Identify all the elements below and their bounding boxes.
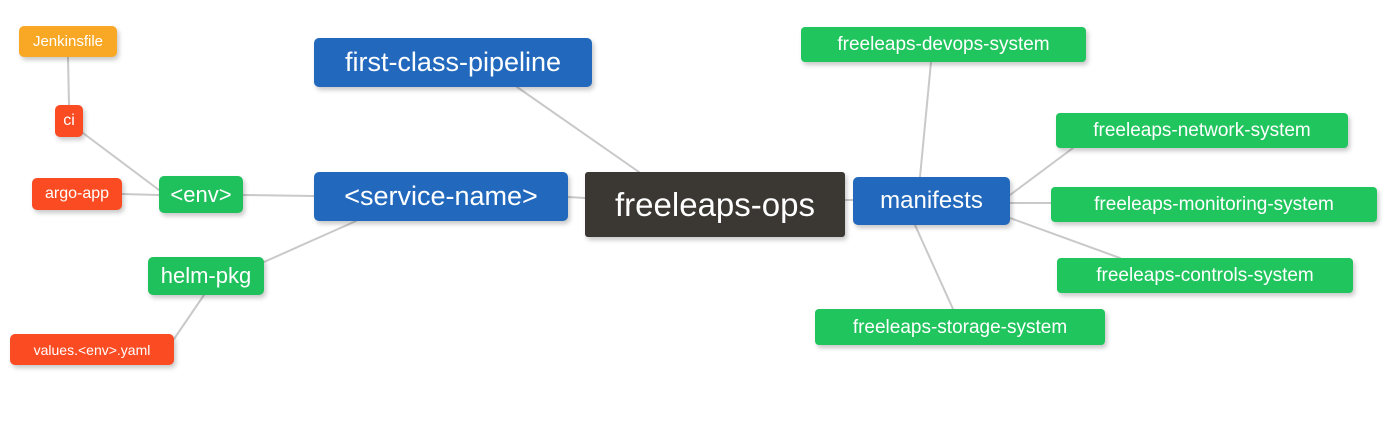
edge-manifests-to-freeleaps-controls-system (1009, 217, 1121, 259)
node-label-freeleaps-network-system: freeleaps-network-system (1093, 120, 1311, 141)
node-first-class-pipeline[interactable]: first-class-pipeline (314, 38, 592, 87)
node-label-freeleaps-devops-system: freeleaps-devops-system (837, 34, 1050, 55)
node-label-argo-app: argo-app (44, 185, 110, 202)
edge-manifests-to-freeleaps-devops-system (919, 61, 932, 178)
node-helm-pkg[interactable]: helm-pkg (148, 257, 264, 295)
node-freeleaps-monitoring-system[interactable]: freeleaps-monitoring-system (1051, 187, 1377, 222)
node-jenkinsfile[interactable]: Jenkinsfile (19, 26, 117, 57)
node-values-env-yaml[interactable]: values.<env>.yaml (10, 334, 174, 365)
node-label-manifests: manifests (880, 187, 983, 214)
node-label-service-name: <service-name> (344, 181, 538, 211)
edge-manifests-to-freeleaps-storage-system (914, 224, 954, 310)
node-freeleaps-storage-system[interactable]: freeleaps-storage-system (815, 309, 1105, 345)
node-freeleaps-devops-system[interactable]: freeleaps-devops-system (801, 27, 1086, 62)
edge-argo-app-to-env (121, 193, 160, 196)
node-freeleaps-ops[interactable]: freeleaps-ops (585, 172, 845, 237)
node-label-first-class-pipeline: first-class-pipeline (344, 47, 562, 77)
edge-values-env-yaml-to-helm-pkg (173, 294, 205, 340)
edge-service-name-to-freeleaps-ops (567, 196, 586, 199)
node-label-values-env-yaml: values.<env>.yaml (33, 341, 151, 358)
node-freeleaps-network-system[interactable]: freeleaps-network-system (1056, 113, 1348, 148)
node-service-name[interactable]: <service-name> (314, 172, 568, 221)
node-label-helm-pkg: helm-pkg (160, 263, 252, 288)
node-manifests[interactable]: manifests (853, 177, 1010, 225)
node-ci[interactable]: ci (55, 105, 83, 137)
edge-jenkinsfile-to-ci (67, 56, 70, 106)
edge-helm-pkg-to-service-name (263, 220, 357, 263)
node-label-freeleaps-storage-system: freeleaps-storage-system (852, 316, 1068, 338)
node-label-ci: ci (63, 112, 75, 129)
node-freeleaps-controls-system[interactable]: freeleaps-controls-system (1057, 258, 1353, 293)
edge-env-to-service-name (242, 194, 315, 197)
node-label-freeleaps-controls-system: freeleaps-controls-system (1096, 265, 1314, 286)
edge-first-class-pipeline-to-freeleaps-ops (516, 86, 640, 173)
node-label-env: <env> (170, 181, 232, 207)
node-label-jenkinsfile: Jenkinsfile (32, 33, 104, 50)
node-label-freeleaps-ops: freeleaps-ops (615, 186, 815, 223)
node-env[interactable]: <env> (159, 176, 243, 213)
node-argo-app[interactable]: argo-app (32, 178, 122, 210)
node-label-freeleaps-monitoring-system: freeleaps-monitoring-system (1094, 194, 1334, 215)
